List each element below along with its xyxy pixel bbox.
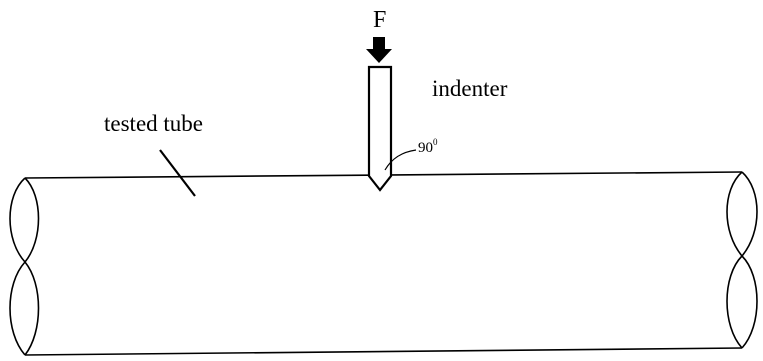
force-arrow (366, 37, 392, 63)
tube-right-break (726, 171, 744, 349)
tube-bottom-edge (24, 347, 743, 356)
tip-angle-value: 90 (418, 140, 433, 156)
angle-leader-line (384, 149, 417, 171)
force-label: F (373, 7, 387, 33)
tube-right-break-inner (740, 171, 758, 349)
tube-leader-line (159, 149, 196, 197)
tip-angle-unit: 0 (433, 137, 438, 147)
tip-angle-label: 900 (418, 138, 438, 156)
tube-left-break-inner (23, 177, 40, 356)
tested-tube (9, 171, 758, 356)
tested-tube-label: tested tube (104, 111, 203, 136)
indenter-body (367, 65, 393, 192)
indenter-label: indenter (432, 76, 508, 101)
tube-left-break (9, 177, 27, 356)
